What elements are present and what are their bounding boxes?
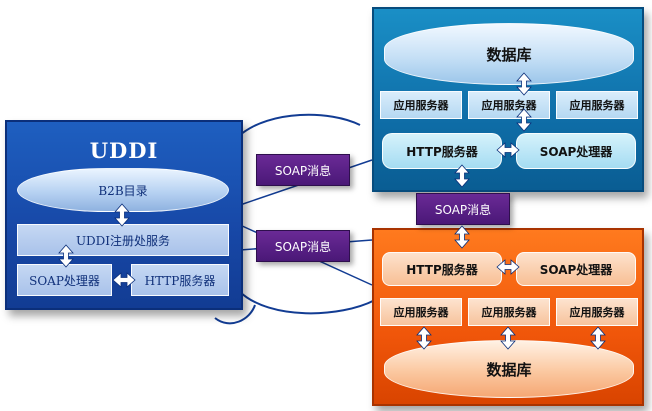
top-app-server-2: 应用服务器 xyxy=(468,91,550,119)
b2b-directory: B2B目录 xyxy=(17,168,229,212)
bottom-app-server-2: 应用服务器 xyxy=(468,298,550,326)
arrow-bottom-app3-db xyxy=(590,326,606,350)
bottom-http-server: HTTP服务器 xyxy=(382,252,502,286)
top-app-server-3: 应用服务器 xyxy=(556,91,638,119)
uddi-registry-service: UDDI注册处服务 xyxy=(17,224,229,256)
top-server: 数据库 应用服务器 应用服务器 应用服务器 HTTP服务器 SOAP处理器 xyxy=(372,7,644,192)
bottom-app-server-3: 应用服务器 xyxy=(556,298,638,326)
arrow-top-http-soap xyxy=(496,142,520,158)
top-database: 数据库 xyxy=(384,23,634,85)
arrow-registry-soap xyxy=(58,244,74,268)
arrow-top-app-proto xyxy=(516,108,532,132)
top-app-server-1: 应用服务器 xyxy=(380,91,462,119)
arrow-soap-http-uddi xyxy=(112,272,136,288)
arrow-bottom-http-soap xyxy=(496,259,520,275)
uddi-node: UDDI B2B目录 UDDI注册处服务 SOAP处理器 HTTP服务器 xyxy=(5,120,243,310)
arrow-bottom-app1-db xyxy=(416,326,432,350)
uddi-title: UDDI xyxy=(89,138,159,163)
bottom-database: 数据库 xyxy=(384,340,634,398)
top-http-server: HTTP服务器 xyxy=(382,133,502,169)
bottom-app-server-1: 应用服务器 xyxy=(380,298,462,326)
uddi-http-server: HTTP服务器 xyxy=(131,264,229,296)
soap-message-middle: SOAP消息 xyxy=(416,193,510,225)
arrow-top-to-soap-message xyxy=(454,164,470,188)
arrow-bottom-app2-db xyxy=(500,326,516,350)
bottom-server: HTTP服务器 SOAP处理器 应用服务器 应用服务器 应用服务器 数据库 xyxy=(372,228,644,406)
uddi-soap-processor: SOAP处理器 xyxy=(17,264,112,296)
arrow-top-db-app xyxy=(516,72,532,96)
arrow-soap-message-to-bottom xyxy=(454,225,470,249)
soap-message-upper: SOAP消息 xyxy=(256,154,350,186)
bottom-soap-processor: SOAP处理器 xyxy=(516,252,636,286)
network-cloud-outline xyxy=(214,113,376,325)
arrow-b2b-registry xyxy=(114,203,130,227)
top-soap-processor: SOAP处理器 xyxy=(516,133,636,169)
soap-message-lower: SOAP消息 xyxy=(256,230,350,262)
